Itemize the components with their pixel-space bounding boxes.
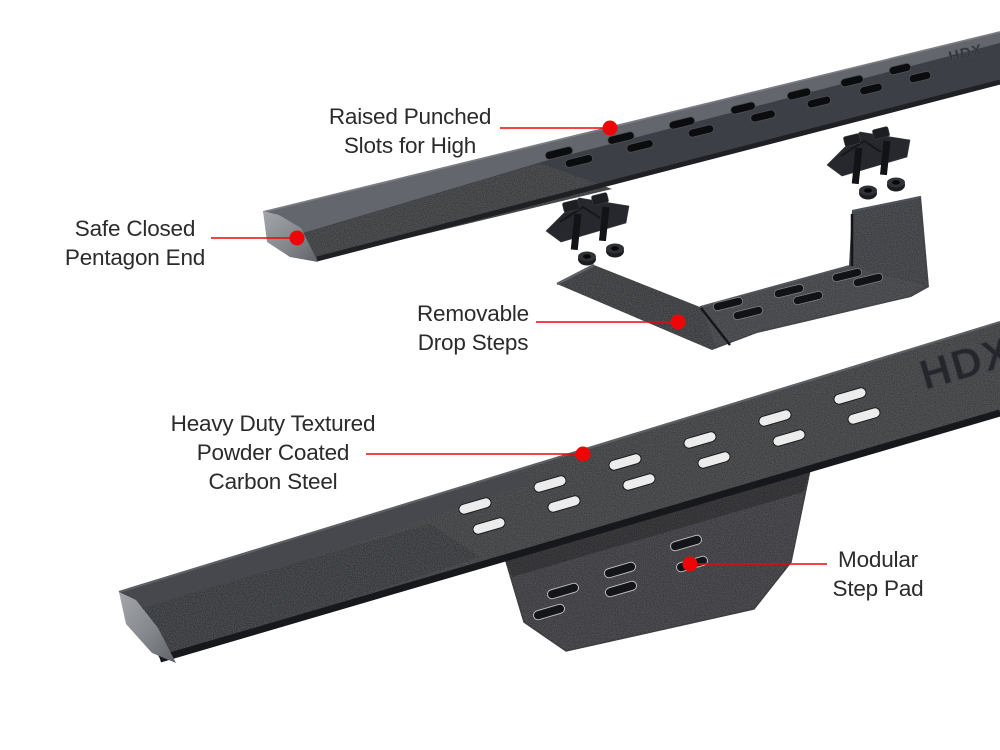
callout-dots xyxy=(289,120,698,572)
punched-slot xyxy=(472,517,506,535)
punched-slot xyxy=(772,429,806,447)
punched-slot xyxy=(840,74,864,88)
hex-nut xyxy=(606,243,624,258)
punched-slot xyxy=(833,387,867,405)
top-rail-textured-face xyxy=(278,163,612,260)
red-dot-marker xyxy=(575,446,591,462)
punched-slot xyxy=(888,62,912,76)
callout-heavy-duty-steel: Heavy Duty Textured Powder Coated Carbon… xyxy=(171,409,376,496)
drop-step-pad-top-edge xyxy=(699,265,850,308)
punched-slot xyxy=(546,582,580,600)
red-dot-marker xyxy=(682,556,698,572)
drop-step-riser-face xyxy=(852,198,926,283)
punched-slot xyxy=(773,283,805,299)
punched-slot xyxy=(683,431,717,449)
drop-step xyxy=(556,196,929,350)
drop-step-riser-top-edge xyxy=(852,196,921,212)
punched-slot xyxy=(622,473,656,491)
callout-removable-drop-steps: Removable Drop Steps xyxy=(417,299,529,357)
drop-step-slots xyxy=(712,267,884,321)
punched-slot xyxy=(687,124,715,138)
step-pad-top-shadow xyxy=(505,470,810,577)
red-dot-marker xyxy=(602,120,618,136)
punched-slot xyxy=(786,87,812,101)
callout-line: Carbon Steel xyxy=(208,469,338,494)
callout-line: Powder Coated xyxy=(196,440,350,465)
punched-slot xyxy=(608,453,642,471)
bolt-head xyxy=(562,199,580,213)
punched-slot xyxy=(544,146,574,160)
punched-slot xyxy=(732,305,764,321)
punched-slot xyxy=(607,131,635,145)
punched-slot xyxy=(533,475,567,493)
top-rail-top-edge xyxy=(262,31,1000,213)
bolt-shaft xyxy=(570,213,582,251)
drop-step-bend-crease xyxy=(700,307,731,346)
punched-slot xyxy=(758,409,792,427)
callout-line: Pentagon End xyxy=(64,245,206,270)
punched-slot xyxy=(730,101,756,115)
callout-line: Removable xyxy=(416,301,530,326)
bracket-plate xyxy=(545,197,630,243)
drop-step-pad-face xyxy=(700,266,925,347)
punched-slot xyxy=(712,296,744,312)
bottom-rail: HDX xyxy=(118,320,1000,663)
bottom-rail-slots xyxy=(458,387,881,535)
bottom-rail-top-face xyxy=(119,472,534,616)
top-rail-slots xyxy=(544,62,932,168)
punched-slot xyxy=(547,495,581,513)
punched-slot xyxy=(626,139,654,153)
punched-slot xyxy=(532,603,566,621)
mounting-bracket xyxy=(545,192,630,266)
drop-step-arm-cut-edge xyxy=(556,263,595,286)
callout-line: Step Pad xyxy=(832,576,924,601)
punched-slot xyxy=(792,290,824,306)
callout-line: Raised Punched xyxy=(328,104,492,129)
hex-nut xyxy=(578,251,596,266)
callout-raised-punched-slots: Raised Punched Slots for High xyxy=(328,102,492,160)
callout-line: Drop Steps xyxy=(417,330,529,355)
bottom-rail-textured-face xyxy=(134,524,480,659)
bottom-rail-top-edge xyxy=(118,320,1000,594)
callout-modular-step-pad: Modular Step Pad xyxy=(833,545,924,603)
callout-line: Heavy Duty Textured xyxy=(170,411,376,436)
bottom-rail-bottom-edge xyxy=(159,409,1000,663)
punched-slot xyxy=(908,70,932,84)
punched-slot xyxy=(604,580,638,598)
punched-slot xyxy=(668,116,696,130)
callout-safe-closed-pentagon-end: Safe Closed Pentagon End xyxy=(65,214,205,272)
punched-slot xyxy=(750,109,776,123)
callout-line: Safe Closed xyxy=(74,216,196,241)
callout-line: Modular xyxy=(838,547,918,572)
top-rail-bottom-edge xyxy=(316,79,1000,262)
punched-slot xyxy=(458,497,492,515)
bracket-notch xyxy=(559,205,601,223)
punched-slot xyxy=(852,272,884,288)
mounting-bracket-2 xyxy=(826,125,911,201)
pentagon-end-cap-bottom xyxy=(119,592,176,663)
red-dot-marker xyxy=(289,230,305,246)
punched-slot xyxy=(603,561,637,579)
punched-slot xyxy=(669,534,703,552)
punched-slot xyxy=(697,451,731,469)
punched-slot xyxy=(831,267,863,283)
punched-slot xyxy=(847,407,881,425)
punched-slot xyxy=(564,154,594,168)
bolt-shaft xyxy=(598,206,610,242)
callout-leaders xyxy=(211,127,827,565)
punched-slot xyxy=(859,82,883,96)
callout-line: Slots for High xyxy=(343,133,477,158)
bolt-head xyxy=(591,192,609,206)
red-dot-marker xyxy=(670,314,686,330)
punched-slot xyxy=(806,95,832,109)
